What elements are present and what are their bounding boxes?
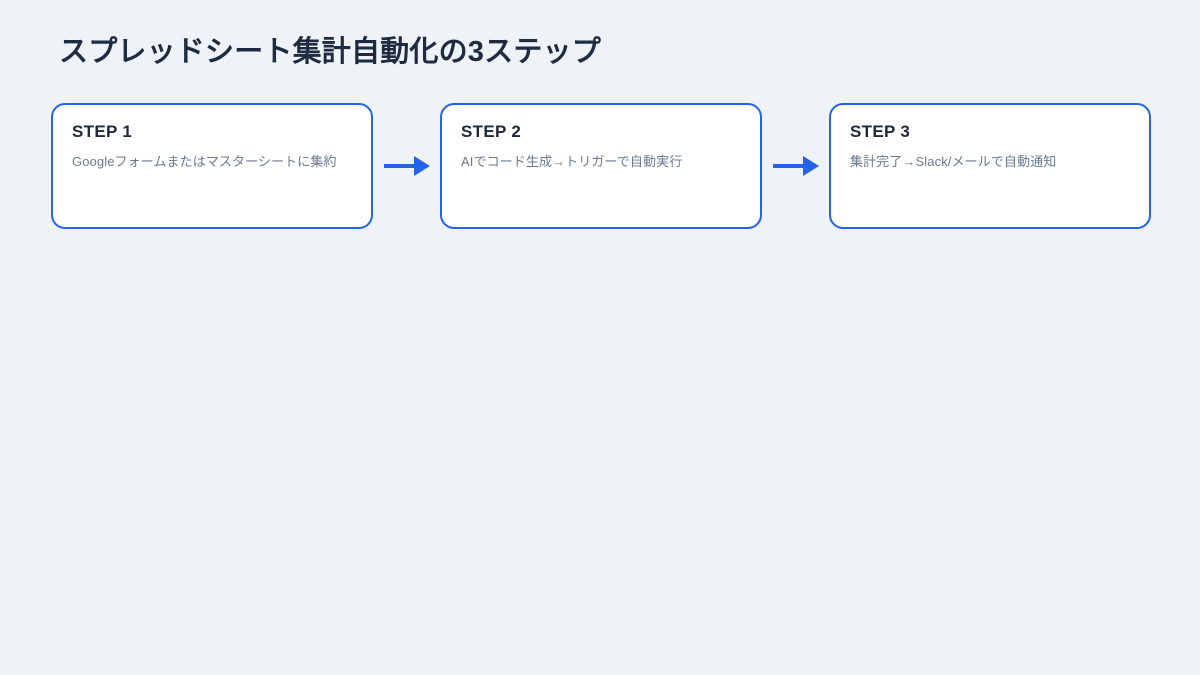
page-title: スプレッドシート集計自動化の3ステップ xyxy=(59,36,601,68)
step-heading-2: STEP 2 xyxy=(461,122,522,141)
step-description-3: 集計完了→Slack/メールで自動通知 xyxy=(850,154,1057,170)
step-connector-2 xyxy=(762,103,829,229)
step-description-1: Googleフォームまたはマスターシートに集約 xyxy=(72,154,337,170)
step-flow: STEP 1 Googleフォームまたはマスターシートに集約 STEP 2 AI… xyxy=(51,103,1151,229)
step-card-3[interactable]: STEP 3 集計完了→Slack/メールで自動通知 xyxy=(829,103,1151,229)
step-heading-1: STEP 1 xyxy=(72,122,133,141)
step-connector-1 xyxy=(373,103,440,229)
step-card-1[interactable]: STEP 1 Googleフォームまたはマスターシートに集約 xyxy=(51,103,373,229)
step-card-2[interactable]: STEP 2 AIでコード生成→トリガーで自動実行 xyxy=(440,103,762,229)
arrow-right-icon xyxy=(772,156,819,176)
arrow-right-icon xyxy=(383,156,430,176)
step-description-2: AIでコード生成→トリガーで自動実行 xyxy=(461,154,683,170)
step-heading-3: STEP 3 xyxy=(850,122,911,141)
